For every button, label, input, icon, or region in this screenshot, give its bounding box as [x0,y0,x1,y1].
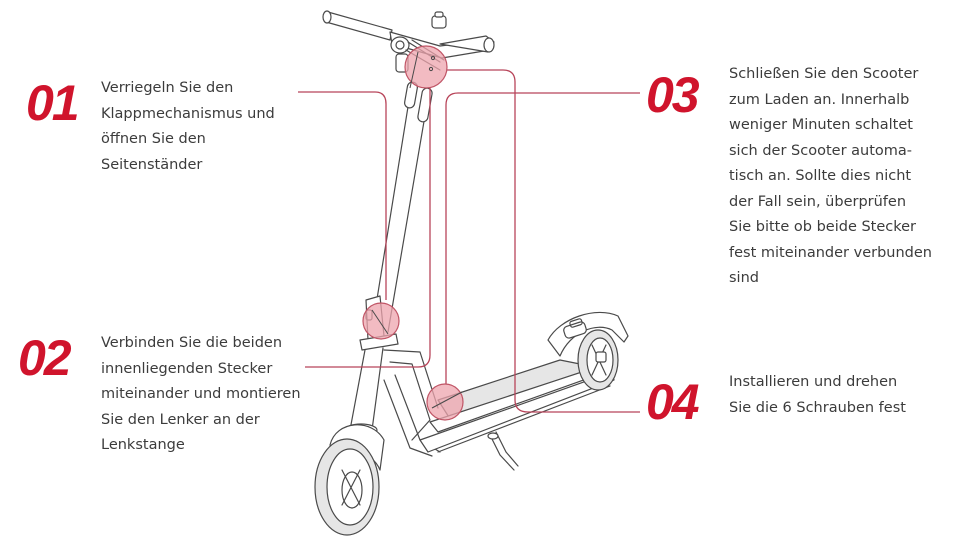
callout-lines [298,69,640,413]
front-fork [344,347,384,437]
front-wheel [314,424,385,536]
step-text-02: Verbinden Sie die beiden innenliegenden … [101,335,301,453]
handlebar [322,10,495,73]
callout-line-02 [305,88,431,368]
highlight-deck-connector [426,383,464,421]
highlight-folding-joint [362,302,400,340]
callout-line-03 [445,92,640,384]
scooter-drawing [314,10,629,536]
step-text-01: Verriegeln Sie den Klappmechanismus und … [101,80,275,173]
highlight-handlebar-clamp [404,45,448,89]
step-number-02: 02 [18,330,72,386]
callout-line-04 [447,69,640,413]
highlight-circles [362,45,464,421]
callout-line-01 [298,91,387,300]
step-number-01: 01 [26,75,80,131]
kickstand [487,431,519,471]
step-number-04: 04 [646,374,700,430]
highlight-detail [371,51,463,409]
step-text-04: Installieren und drehen Sie die 6 Schrau… [729,374,906,416]
step-number-03: 03 [646,67,700,123]
deck [419,359,615,453]
stem [371,81,433,333]
rear-wheel [547,311,629,391]
step-text-03: Schließen Sie den Scooter zum Laden an. … [729,66,932,286]
